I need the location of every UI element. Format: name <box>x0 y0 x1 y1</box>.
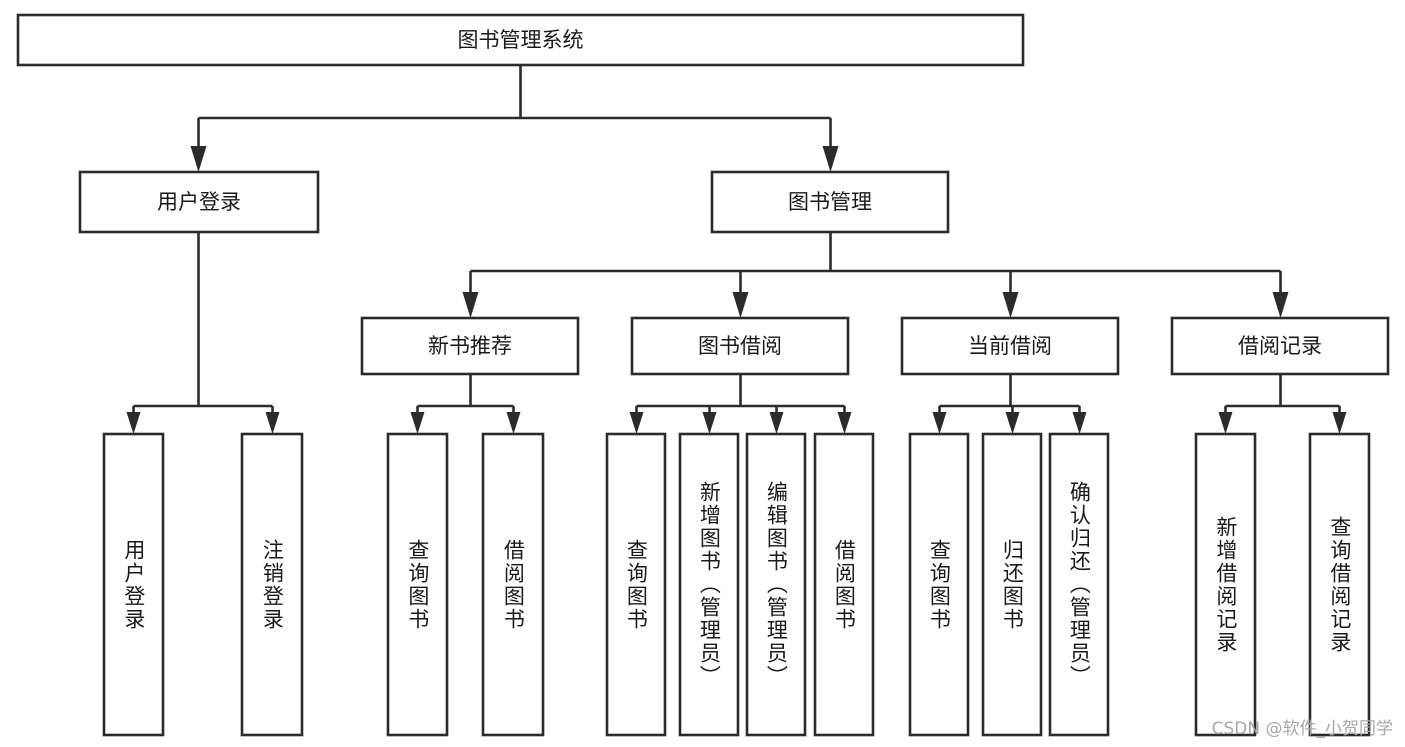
node-book-borrow-label: 图书借阅 <box>698 334 782 358</box>
node-leaf-user-logout-label: 注销登录 <box>260 538 285 631</box>
arrowhead-leaf-add-book <box>702 412 717 434</box>
arrowhead-user-login <box>190 146 207 172</box>
arrowhead-leaf-add-record <box>1218 412 1233 434</box>
node-leaf-edit-book-label: 编辑图书（管理员） <box>764 481 789 688</box>
node-borrow-record[interactable]: 借阅记录 <box>1170 316 1390 376</box>
arrowhead-new-book-recommend <box>462 292 479 318</box>
node-leaf-confirm-return-label: 确认归还（管理员） <box>1067 481 1092 688</box>
arrowhead-leaf-query-record <box>1332 412 1347 434</box>
node-leaf-borrow-book-2-label: 借阅图书 <box>832 538 857 631</box>
node-current-borrow[interactable]: 当前借阅 <box>900 316 1120 376</box>
node-book-manage-box[interactable] <box>710 170 950 234</box>
arrowhead-leaf-query-book-3 <box>932 412 947 434</box>
arrowhead-leaf-user-login <box>126 412 141 434</box>
leaf-box-layer <box>102 432 1371 737</box>
node-root-label: 图书管理系统 <box>458 28 584 52</box>
arrowhead-leaf-return-book <box>1005 412 1020 434</box>
node-leaf-query-book-2-box[interactable] <box>605 432 667 737</box>
node-book-manage[interactable]: 图书管理 <box>710 170 950 234</box>
arrowhead-book-borrow <box>732 292 749 318</box>
node-leaf-query-record-box[interactable] <box>1308 432 1371 737</box>
node-leaf-confirm-return-box[interactable] <box>1048 432 1110 737</box>
node-root[interactable]: 图书管理系统 <box>16 13 1025 67</box>
arrowhead-current-borrow <box>1002 292 1019 318</box>
arrowhead-leaf-edit-book <box>769 412 784 434</box>
connector-layer <box>126 65 1347 434</box>
arrowhead-leaf-confirm-return <box>1072 412 1087 434</box>
node-leaf-query-book-2-label: 查询图书 <box>624 538 649 631</box>
node-book-borrow[interactable]: 图书借阅 <box>630 316 850 376</box>
arrowhead-book-manage <box>822 146 839 172</box>
node-new-book-recommend[interactable]: 新书推荐 <box>360 316 580 376</box>
node-leaf-query-book-1-label: 查询图书 <box>405 538 430 631</box>
node-leaf-borrow-book-1-label: 借阅图书 <box>501 538 526 631</box>
arrowhead-leaf-query-book-2 <box>629 412 644 434</box>
node-new-book-recommend-label: 新书推荐 <box>428 334 512 358</box>
node-leaf-add-book-box[interactable] <box>678 432 740 737</box>
node-leaf-add-record-box[interactable] <box>1194 432 1257 737</box>
watermark: CSDN @软件_小贺同学 <box>1211 719 1393 739</box>
node-leaf-user-login-label: 用户登录 <box>121 538 146 631</box>
node-borrow-record-label: 借阅记录 <box>1238 334 1322 358</box>
node-leaf-return-book-box[interactable] <box>981 432 1043 737</box>
node-leaf-user-logout-box[interactable] <box>240 432 304 737</box>
node-user-login-box[interactable] <box>78 170 320 234</box>
node-current-borrow-box[interactable] <box>900 316 1120 376</box>
node-leaf-return-book-label: 归还图书 <box>1000 538 1025 631</box>
node-user-login-label: 用户登录 <box>157 190 241 214</box>
node-root-box[interactable] <box>16 13 1025 67</box>
node-leaf-borrow-book-1-box[interactable] <box>481 432 545 737</box>
node-leaf-user-login-box[interactable] <box>102 432 165 737</box>
node-leaf-query-book-3-label: 查询图书 <box>927 538 952 631</box>
arrowhead-leaf-query-book-1 <box>410 412 425 434</box>
arrowhead-borrow-record <box>1272 292 1289 318</box>
node-leaf-query-book-1-box[interactable] <box>386 432 449 737</box>
arrowhead-leaf-borrow-book-1 <box>506 412 521 434</box>
node-current-borrow-label: 当前借阅 <box>968 334 1052 358</box>
node-leaf-edit-book-box[interactable] <box>745 432 807 737</box>
node-user-login[interactable]: 用户登录 <box>78 170 320 234</box>
node-leaf-add-book-label: 新增图书（管理员） <box>697 481 722 688</box>
arrowhead-leaf-borrow-book-2 <box>837 412 852 434</box>
node-borrow-record-box[interactable] <box>1170 316 1390 376</box>
node-leaf-borrow-book-2-box[interactable] <box>813 432 875 737</box>
node-leaf-query-record-label: 查询借阅记录 <box>1327 515 1352 654</box>
node-leaf-query-book-3-box[interactable] <box>908 432 970 737</box>
node-book-borrow-box[interactable] <box>630 316 850 376</box>
node-new-book-recommend-box[interactable] <box>360 316 580 376</box>
node-leaf-add-record-label: 新增借阅记录 <box>1213 515 1238 654</box>
node-book-manage-label: 图书管理 <box>788 190 872 214</box>
arrowhead-leaf-user-logout <box>265 412 280 434</box>
